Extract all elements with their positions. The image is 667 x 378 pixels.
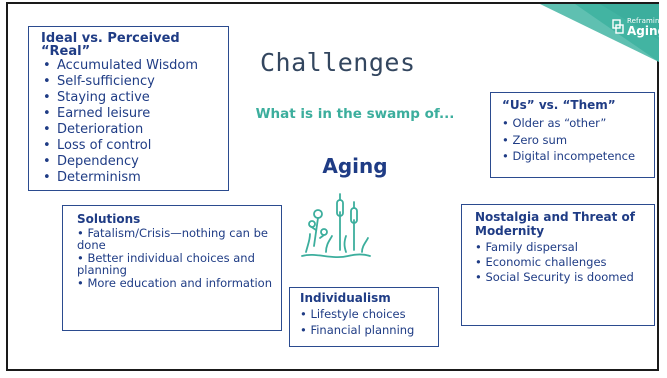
ideal-vs-perceived-box: Ideal vs. Perceived “Real” Accumulated W…: [28, 26, 229, 191]
individualism-box-heading: Individualism: [300, 291, 391, 305]
swamp-question: What is in the swamp of...: [255, 106, 455, 122]
nostalgia-box-heading: Nostalgia and Threat of Modernity: [475, 210, 636, 238]
list-item: • Financial planning: [300, 323, 415, 337]
list-item: • Family dispersal: [475, 240, 578, 254]
solutions-box: Solutions • Fatalism/Crisis—nothing can …: [62, 205, 282, 331]
list-item: • More education and information: [77, 276, 272, 290]
us-box-heading: “Us” vs. “Them”: [502, 98, 616, 112]
ideal-box-heading: Ideal vs. Perceived “Real”: [41, 31, 180, 59]
list-item: • Social Security is doomed: [475, 270, 634, 284]
individualism-box: Individualism • Lifestyle choices • Fina…: [289, 287, 439, 347]
list-item: Determinism: [41, 170, 222, 186]
reframing-aging-logo: Reframing Aging: [612, 18, 666, 37]
logo-mark-icon: [612, 18, 624, 34]
solutions-box-heading: Solutions: [77, 212, 141, 226]
list-item: • Better individual choices and planning: [77, 251, 255, 277]
us-vs-them-box: “Us” vs. “Them” • Older as “other” • Zer…: [490, 92, 655, 178]
solutions-box-list: • Fatalism/Crisis—nothing can be done • …: [77, 226, 275, 290]
list-item: • Older as “other”: [502, 116, 607, 130]
nostalgia-box-list: • Family dispersal • Economic challenges…: [475, 240, 648, 285]
list-item: Self-sufficiency: [41, 74, 222, 90]
swamp-plants-icon: [301, 193, 371, 259]
list-item: Earned leisure: [41, 106, 222, 122]
nostalgia-box: Nostalgia and Threat of Modernity • Fami…: [461, 204, 655, 326]
list-item: • Fatalism/Crisis—nothing can be done: [77, 226, 268, 252]
list-item: Dependency: [41, 154, 222, 170]
list-item: • Economic challenges: [475, 255, 607, 269]
us-box-list: • Older as “other” • Zero sum • Digital …: [502, 115, 648, 165]
list-item: Accumulated Wisdom: [41, 58, 222, 74]
aging-label: Aging: [322, 154, 388, 178]
ideal-box-list: Accumulated Wisdom Self-sufficiency Stay…: [41, 58, 222, 186]
list-item: • Lifestyle choices: [300, 307, 406, 321]
slide-title: Challenges: [260, 48, 416, 77]
logo-big-text: Aging: [627, 24, 667, 38]
list-item: • Digital incompetence: [502, 149, 636, 163]
list-item: Deterioration: [41, 122, 222, 138]
individualism-box-list: • Lifestyle choices • Financial planning: [300, 306, 432, 338]
list-item: Loss of control: [41, 138, 222, 154]
slide-frame: [6, 2, 659, 371]
list-item: • Zero sum: [502, 132, 568, 147]
list-item: Staying active: [41, 90, 222, 106]
logo-small-text: Reframing: [627, 17, 665, 25]
